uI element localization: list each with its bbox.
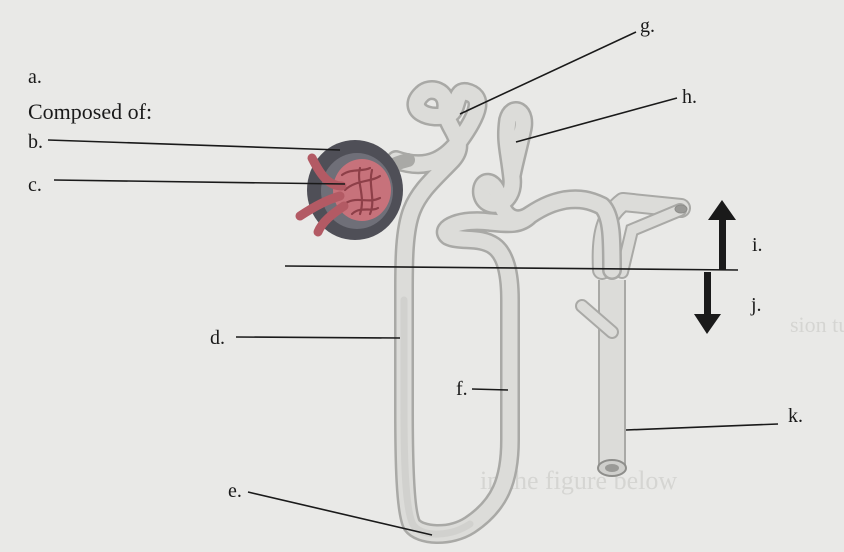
label-j: j. [751,294,762,317]
label-c: c. [28,174,42,197]
label-e: e. [228,480,242,503]
arrow-down-icon [694,272,721,334]
collecting-duct [582,202,687,476]
leader-line-g [460,32,636,114]
label-g: g. [640,15,655,38]
label-b: b. [28,131,43,154]
label-a: a. [28,66,42,89]
leader-line-h [516,98,677,142]
label-i: i. [752,234,763,257]
leader-line-c [54,180,345,184]
label-h: h. [682,86,697,109]
arrow-up-icon [708,200,736,270]
label-f: f. [456,378,468,401]
leader-line-b [48,140,340,150]
leader-line-d [236,337,400,338]
leader-line-f [472,389,508,390]
leader-line-k [626,424,778,430]
label-d: d. [210,327,225,350]
label-composed-of: Composed of: [28,99,152,125]
label-k: k. [788,405,803,428]
